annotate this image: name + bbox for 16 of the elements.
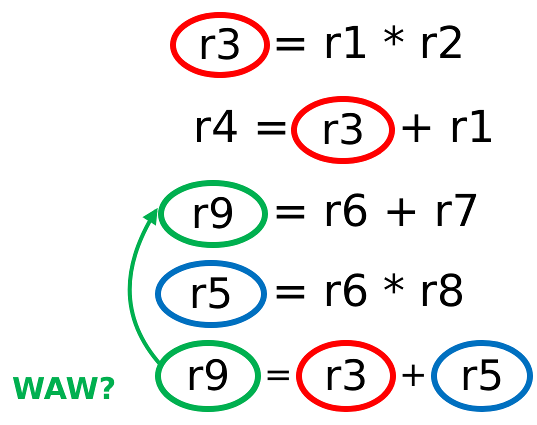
expression-text: = — [264, 358, 292, 392]
circled-register: r3 — [291, 96, 395, 164]
expression-text: = r1 * r2 — [272, 22, 465, 66]
circled-register: r3 — [170, 12, 270, 78]
circled-register: r5 — [431, 340, 533, 412]
circled-register: r5 — [155, 260, 267, 328]
expression-text: + — [399, 358, 428, 392]
expression-text: r4 = — [193, 106, 290, 150]
circled-register: r3 — [296, 340, 396, 412]
expression-text: = r6 + r7 — [272, 190, 480, 234]
curved-arrow — [128, 208, 163, 366]
circled-register: r9 — [155, 340, 261, 412]
circled-register: r9 — [158, 180, 268, 248]
expression-text: = r6 * r8 — [272, 270, 465, 314]
question-label: WAW? — [12, 375, 116, 405]
expression-text: + r1 — [398, 106, 495, 150]
